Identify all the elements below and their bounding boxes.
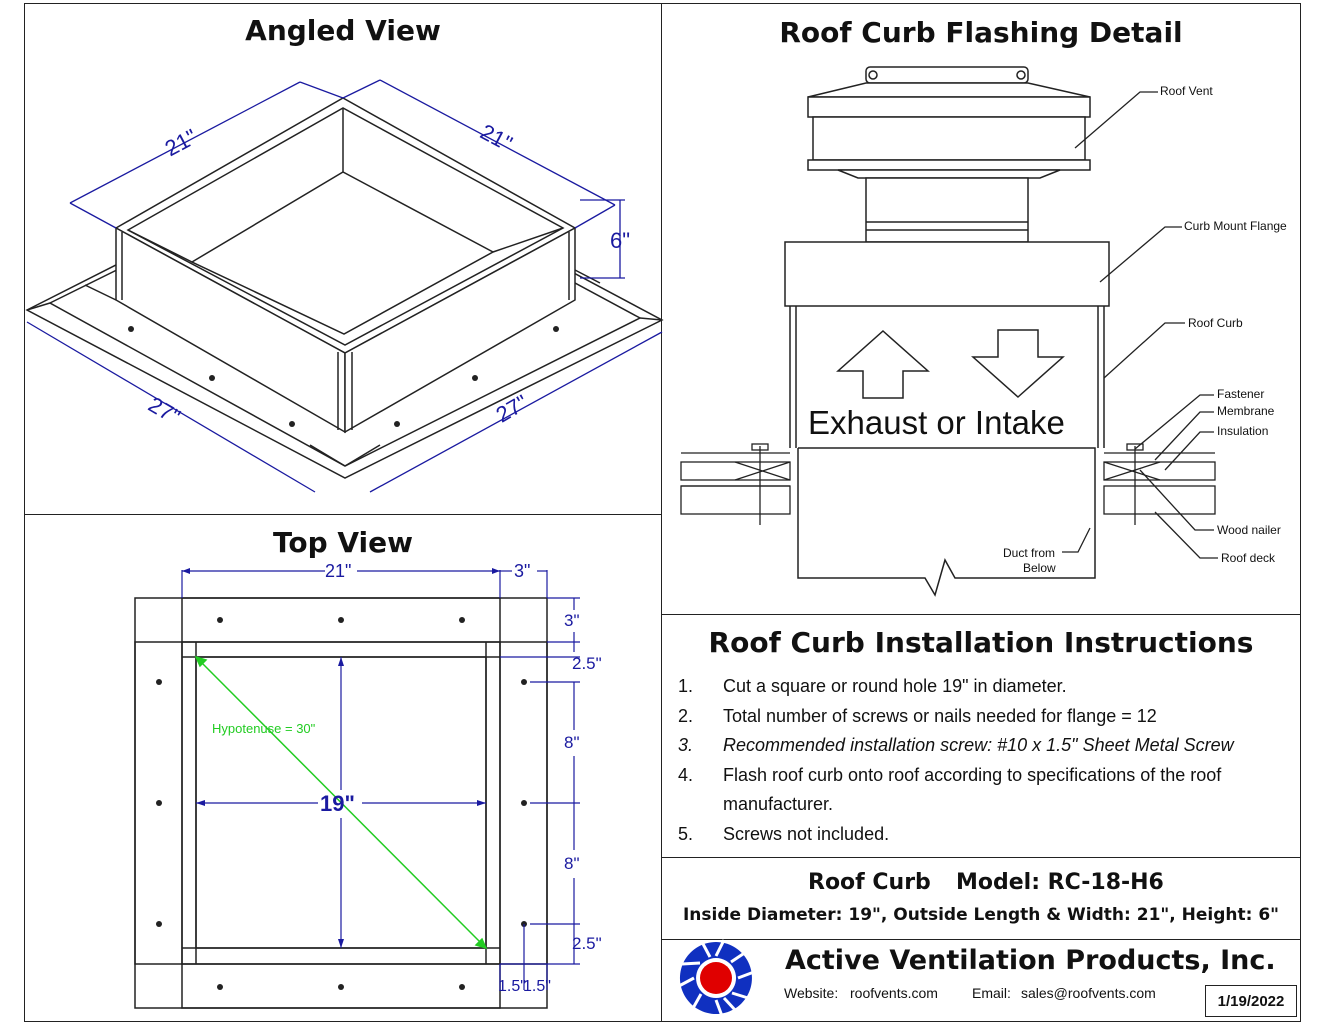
- top-dim-width: 21": [325, 561, 352, 581]
- company-name: Active Ventilation Products, Inc.: [785, 945, 1276, 976]
- instructions-title: Roof Curb Installation Instructions: [708, 626, 1254, 659]
- instruction-item: 1.Cut a square or round hole 19" in diam…: [678, 676, 1067, 696]
- instruction-item: 5.Screws not included.: [678, 823, 890, 844]
- flashing-detail-title: Roof Curb Flashing Detail: [779, 16, 1183, 49]
- bottom-dim-1: 1.5": [498, 978, 526, 995]
- right-dim-8-top: 8": [564, 733, 580, 752]
- label-insulation: Insulation: [1217, 424, 1269, 438]
- inner-dim: 19": [320, 791, 355, 816]
- model-specs: Inside Diameter: 19", Outside Length & W…: [682, 905, 1280, 925]
- instruction-item: 3.Recommended installation screw: #10 x …: [678, 735, 1234, 755]
- bottom-dim-2: 1.5": [523, 978, 551, 995]
- instructions-list: 1.Cut a square or round hole 19" in diam…: [668, 672, 1298, 849]
- label-membrane: Membrane: [1217, 404, 1275, 418]
- website-link[interactable]: roofvents.com: [850, 985, 938, 1001]
- instruction-item: 2.Total number of screws or nails needed…: [678, 705, 1157, 726]
- label-roof-deck: Roof deck: [1221, 551, 1276, 565]
- top-view-title: Top View: [272, 526, 414, 559]
- angled-dim-height: 6": [610, 228, 631, 253]
- right-dim-2-5-top: 2.5": [572, 654, 602, 673]
- email-link[interactable]: sales@roofvents.com: [1021, 985, 1156, 1001]
- model-number: Model: RC-18-H6: [956, 870, 1164, 895]
- label-duct-line2: Below: [1023, 561, 1056, 575]
- footer-panel: [661, 939, 1301, 1022]
- center-label: Exhaust or Intake: [808, 404, 1065, 441]
- top-dim-flange: 3": [514, 561, 531, 581]
- website-label: Website:: [784, 985, 839, 1001]
- email-label: Email:: [972, 985, 1011, 1001]
- label-roof-vent: Roof Vent: [1160, 84, 1213, 98]
- angled-view-title: Angled View: [245, 14, 441, 47]
- label-roof-curb: Roof Curb: [1188, 316, 1243, 330]
- date-box: 1/19/2022: [1205, 985, 1297, 1017]
- label-fastener: Fastener: [1217, 387, 1265, 401]
- right-dim-8-bottom: 8": [564, 854, 580, 873]
- hypotenuse-label: Hypotenuse = 30": [212, 721, 316, 736]
- right-dim-3: 3": [564, 611, 580, 630]
- label-duct-line1: Duct from: [1003, 546, 1056, 560]
- label-wood-nailer: Wood nailer: [1217, 523, 1281, 537]
- right-dim-2-5-bottom: 2.5": [572, 934, 602, 953]
- instruction-item: 4.Flash roof curb onto roof according to…: [678, 764, 1222, 815]
- label-curb-mount-flange: Curb Mount Flange: [1184, 219, 1287, 233]
- model-name: Roof Curb: [808, 870, 931, 895]
